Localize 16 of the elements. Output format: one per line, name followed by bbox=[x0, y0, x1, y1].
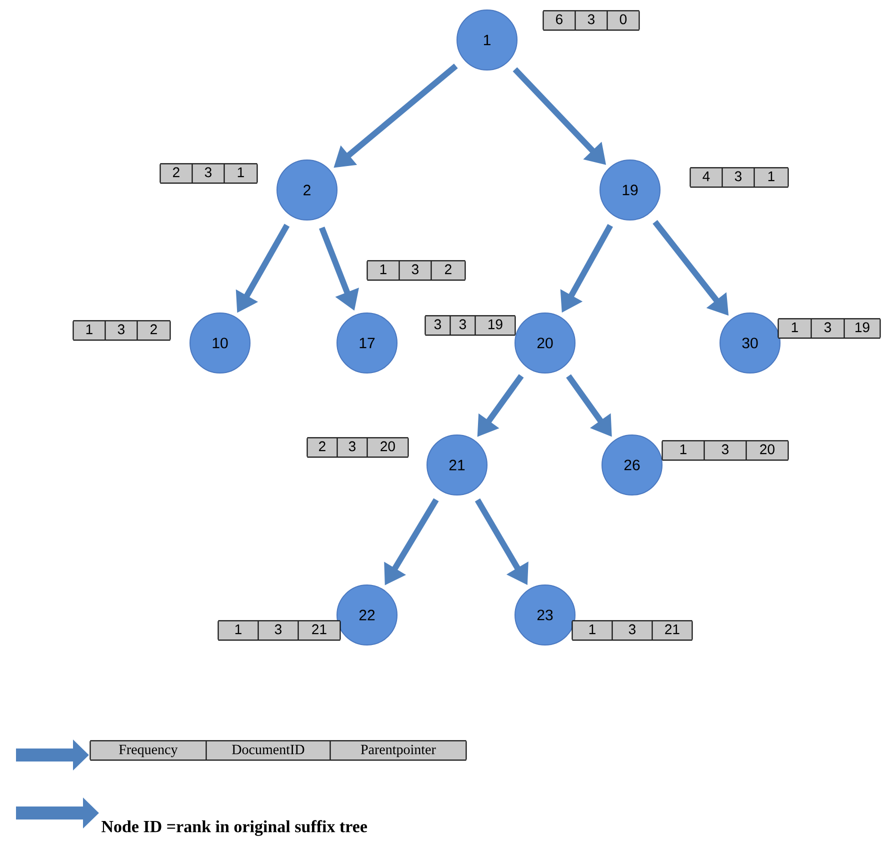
data-table: 1 3 2 bbox=[72, 320, 171, 341]
data-table: 3 3 19 bbox=[424, 315, 516, 336]
legend-text: Node ID =rank in original suffix tree bbox=[102, 820, 368, 836]
data-table: 2 3 20 bbox=[306, 437, 409, 458]
data-table: 1 3 21 bbox=[572, 620, 693, 641]
node-label: 3 bbox=[722, 444, 728, 454]
data-table: 1 3 2 bbox=[366, 260, 466, 281]
node-label: 1 bbox=[680, 444, 686, 454]
node-label: 20 bbox=[760, 444, 774, 454]
data-table: 6 3 0 bbox=[542, 10, 640, 31]
data-table: 1 3 19 bbox=[778, 318, 881, 339]
legend-table: Frequency DocumentID Parentpointer bbox=[90, 740, 467, 761]
data-table: 1 3 20 bbox=[662, 440, 789, 461]
data-table: 4 3 1 bbox=[690, 167, 789, 188]
data-table: 1 3 21 bbox=[218, 620, 341, 641]
data-table: 2 3 1 bbox=[160, 163, 258, 184]
